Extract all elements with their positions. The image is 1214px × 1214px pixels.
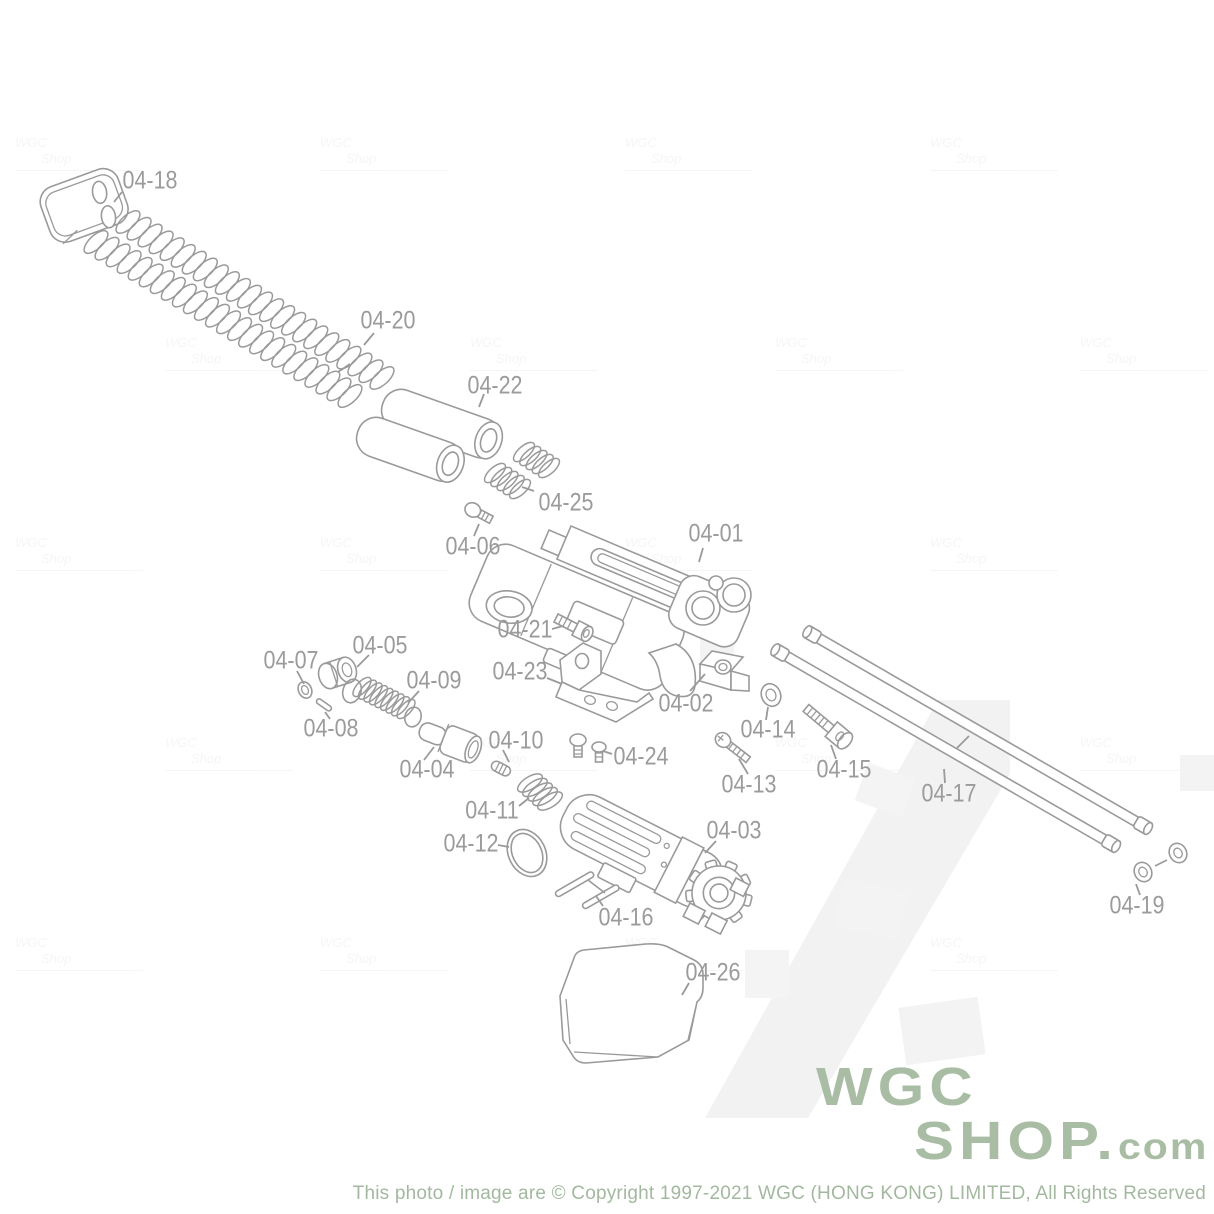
- copyright-notice: This photo / image are © Copyright 1997-…: [352, 1183, 1206, 1204]
- part-04-26-drawing: [559, 943, 704, 1064]
- part-04-24-drawing: [569, 733, 607, 763]
- part-04-25-drawing: [512, 441, 561, 479]
- part-04-06-drawing: [464, 501, 495, 525]
- part-label-04-26: 04-26: [685, 958, 741, 987]
- part-label-04-14: 04-14: [740, 715, 796, 744]
- part-04-14-drawing: [760, 682, 782, 708]
- part-label-04-24: 04-24: [613, 742, 669, 771]
- part-label-04-16: 04-16: [598, 903, 654, 932]
- part-label-04-02: 04-02: [658, 689, 714, 718]
- part-04-07-drawing: [297, 681, 313, 699]
- part-04-19-drawing: [1133, 842, 1188, 883]
- part-04-21-drawing: [552, 612, 594, 643]
- part-04-09-drawing: [341, 676, 423, 728]
- part-label-04-01: 04-01: [688, 519, 744, 548]
- part-label-04-08: 04-08: [303, 714, 359, 743]
- part-label-04-13: 04-13: [721, 770, 777, 799]
- part-04-18-drawing: [39, 167, 129, 245]
- part-label-04-19: 04-19: [1109, 891, 1165, 920]
- part-label-04-03: 04-03: [706, 816, 762, 845]
- part-label-04-15: 04-15: [816, 755, 872, 784]
- part-04-15-drawing: [801, 703, 854, 750]
- part-label-04-17: 04-17: [921, 779, 977, 808]
- part-label-04-10: 04-10: [488, 726, 544, 755]
- wgc-shop-logo: WGC SHOP.com: [816, 1060, 1208, 1174]
- part-04-01-drawing: [468, 524, 752, 698]
- part-label-04-12: 04-12: [443, 829, 499, 858]
- part-04-05-drawing: [317, 656, 358, 690]
- part-04-03-drawing: [559, 793, 753, 936]
- part-04-10-drawing: [490, 760, 512, 777]
- part-04-04-drawing: [418, 722, 483, 764]
- part-04-17-drawing: [802, 625, 1154, 836]
- part-04-20-drawing: [115, 210, 395, 390]
- part-04-22-drawing: [380, 388, 504, 460]
- background-watermark-shape: [700, 628, 1214, 1118]
- part-04-22-drawing: [355, 416, 465, 483]
- part-04-11-drawing: [516, 773, 564, 811]
- part-04-20-drawing: [83, 229, 363, 409]
- part-label-04-20: 04-20: [360, 306, 416, 335]
- part-04-25-drawing: [483, 462, 532, 500]
- part-label-04-25: 04-25: [538, 488, 594, 517]
- part-label-04-07: 04-07: [263, 646, 319, 675]
- part-label-04-04: 04-04: [399, 755, 455, 784]
- part-label-04-22: 04-22: [467, 371, 523, 400]
- logo-text-com: com: [1117, 1125, 1209, 1168]
- part-04-13-drawing: [714, 731, 752, 764]
- logo-text-wgc: WGC: [816, 1056, 978, 1117]
- part-04-17-drawing: [770, 643, 1122, 854]
- part-04-16-drawing: [554, 871, 620, 910]
- part-04-02-drawing: [698, 650, 750, 692]
- part-04-12-drawing: [506, 828, 548, 878]
- part-label-04-11: 04-11: [465, 796, 519, 825]
- part-label-04-06: 04-06: [445, 532, 501, 561]
- leader-lines: [113, 191, 1141, 996]
- part-label-04-05: 04-05: [352, 631, 408, 660]
- part-label-04-21: 04-21: [497, 615, 553, 644]
- part-label-04-18: 04-18: [122, 166, 178, 195]
- part-04-23-drawing: [554, 642, 655, 723]
- part-label-04-23: 04-23: [492, 657, 548, 686]
- part-label-04-09: 04-09: [406, 666, 462, 695]
- logo-text-shop: SHOP.com: [914, 1110, 1209, 1171]
- part-04-08-drawing: [315, 698, 333, 712]
